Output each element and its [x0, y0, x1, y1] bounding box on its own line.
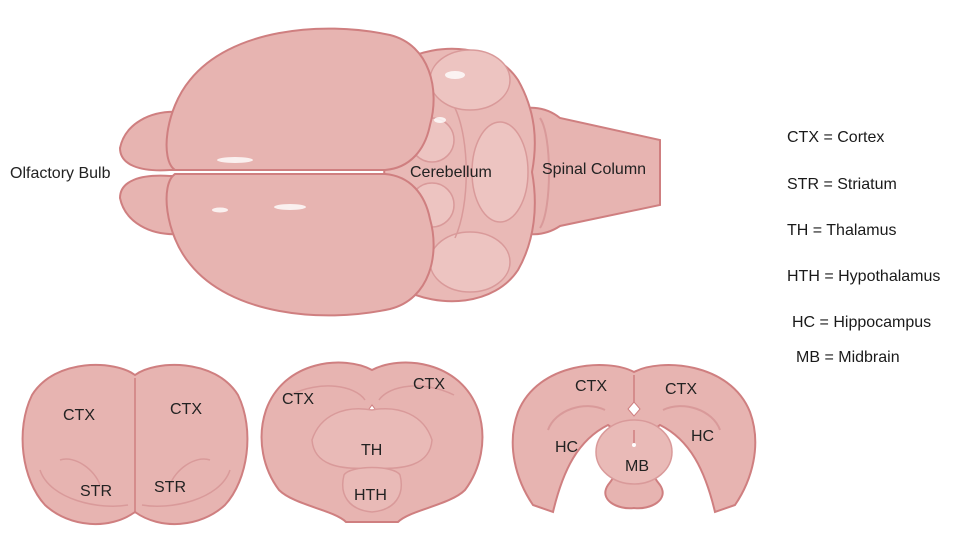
- cerebellum-label: Cerebellum: [410, 164, 492, 181]
- section1-label-str-left: STR: [80, 483, 112, 500]
- left-hemisphere-upper: [167, 29, 434, 170]
- section2-label-ctx-right: CTX: [413, 376, 445, 393]
- section1-label-str-right: STR: [154, 479, 186, 496]
- legend-item-mb: MB = Midbrain: [796, 349, 900, 367]
- legend-item-hc: HC = Hippocampus: [792, 314, 931, 332]
- section2-label-hth: HTH: [354, 487, 387, 504]
- section3-label-hc-right: HC: [691, 428, 714, 445]
- right-hemisphere-lower: [167, 174, 434, 315]
- coronal-section-3: CTX CTX HC HC MB: [513, 365, 756, 512]
- olfactory-bulb-label: Olfactory Bulb: [10, 165, 111, 182]
- section2-label-th: TH: [361, 442, 382, 459]
- section3-label-ctx-left: CTX: [575, 378, 607, 395]
- spinal-column-label: Spinal Column: [542, 161, 646, 178]
- section1-label-ctx-right: CTX: [170, 401, 202, 418]
- section1-label-ctx-left: CTX: [63, 407, 95, 424]
- section2-label-ctx-left: CTX: [282, 391, 314, 408]
- brain-top-view: Olfactory Bulb Cerebellum Spinal Column: [10, 29, 660, 316]
- coronal-section-2: CTX CTX TH HTH: [262, 363, 483, 522]
- coronal-section-1: CTX CTX STR STR: [23, 365, 248, 524]
- section3-label-mb: MB: [625, 458, 649, 475]
- section3-label-ctx-right: CTX: [665, 381, 697, 398]
- section3-label-hc-left: HC: [555, 439, 578, 456]
- legend-item-str: STR = Striatum: [787, 176, 897, 194]
- legend-item-hth: HTH = Hypothalamus: [787, 268, 940, 286]
- legend-item-ctx: CTX = Cortex: [787, 129, 884, 147]
- legend-item-th: TH = Thalamus: [787, 222, 897, 240]
